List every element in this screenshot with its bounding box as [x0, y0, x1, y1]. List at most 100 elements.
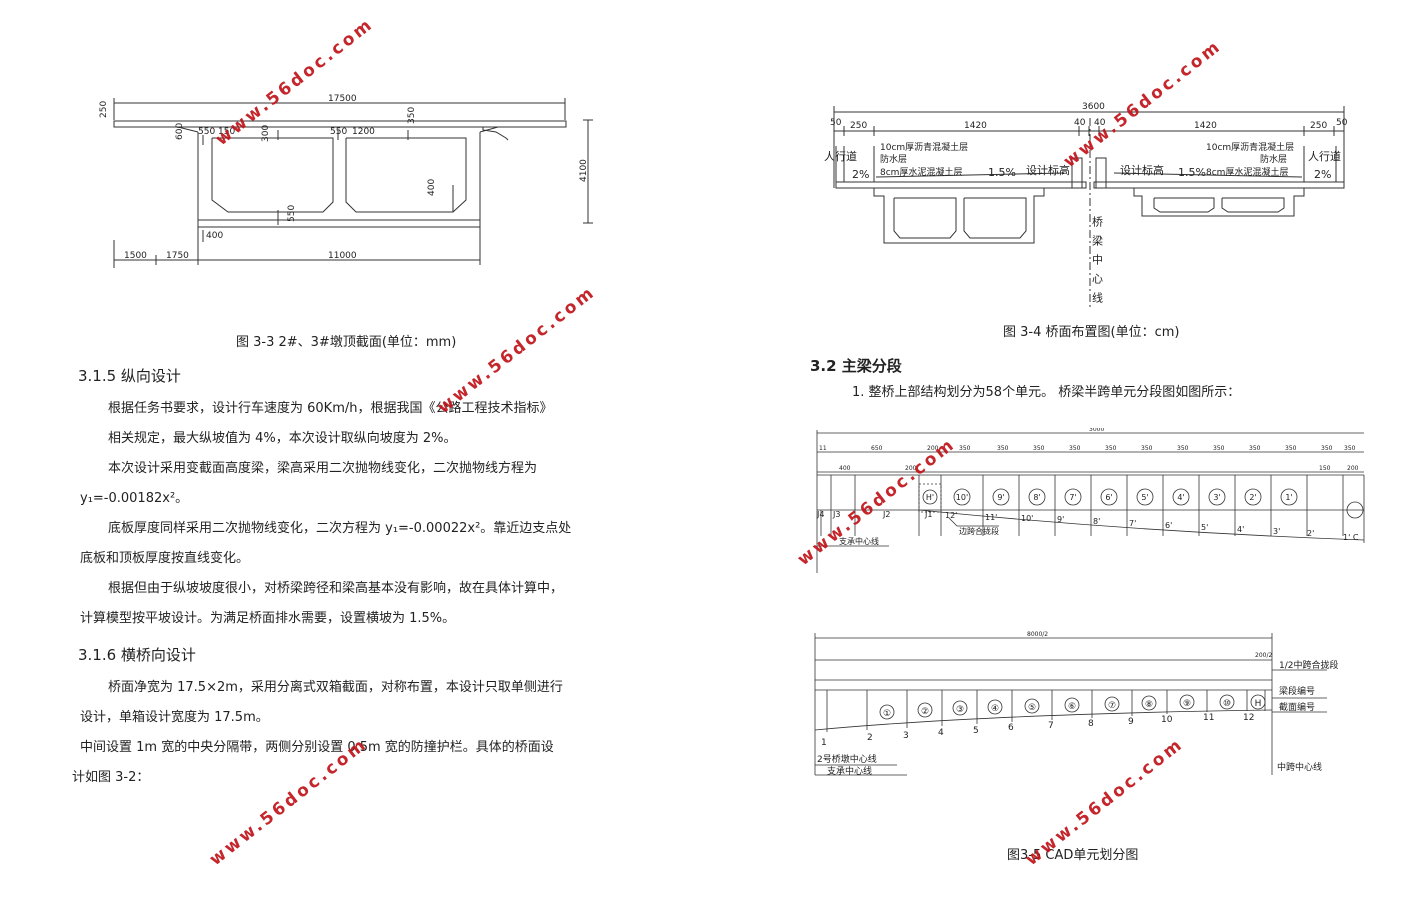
- deck-dim-50-right: 50: [1336, 118, 1348, 128]
- para-315-line-6: 底板和顶板厚度按直线变化。: [80, 551, 250, 566]
- node-2p: 2': [1307, 529, 1314, 538]
- para-315-line-3: 本次设计采用变截面高度梁，梁高采用二次抛物线变化，二次抛物线方程为: [108, 461, 538, 476]
- sidewalk-label-left: 人行道: [824, 149, 857, 163]
- layer2-right: 防水层: [1260, 153, 1287, 165]
- seg1-dim-17: 150: [1319, 465, 1331, 472]
- para-315-line-7: 根据但由于纵坡坡度很小，对桥梁跨径和梁高基本没有影响，故在具体计算中，: [108, 581, 564, 596]
- section-3-2-title: 3.2 主梁分段: [810, 357, 902, 375]
- node-6p: 6': [1165, 521, 1172, 530]
- node-3p: 3': [1273, 527, 1280, 536]
- deck-dim-250-left: 250: [850, 121, 867, 131]
- seg2-segment-7: ⑦: [1108, 701, 1116, 711]
- seg2-segment-1: ①: [883, 709, 891, 719]
- dim-11000: 11000: [328, 251, 357, 261]
- node-9p: 9': [1057, 515, 1064, 524]
- layer3-right: 8cm厚水泥混凝土层: [1206, 166, 1288, 178]
- label-mid-span-centerline: 中跨中心线: [1277, 761, 1322, 773]
- dim-250: 250: [99, 101, 109, 118]
- seg2-segment-2: ②: [921, 707, 929, 717]
- seg2-segment-8: ⑧: [1145, 700, 1153, 710]
- para-316-line-1: 桥面净宽为 17.5×2m，采用分离式双箱截面，对称布置，本设计只取单侧进行: [108, 680, 563, 695]
- design-elev-right: 设计标高: [1120, 163, 1164, 177]
- slope-15-right: 1.5%: [1178, 166, 1206, 179]
- node-5p: 5': [1201, 523, 1208, 532]
- node-J3: J3: [832, 510, 840, 519]
- seg2-node-7: 7: [1048, 721, 1054, 731]
- layer2-left: 防水层: [880, 153, 907, 165]
- dim-1200: 1200: [352, 127, 375, 137]
- deck-dim-50-left: 50: [830, 118, 842, 128]
- seg1-dim-2: 650: [871, 445, 883, 452]
- deck-dim-250-right: 250: [1310, 121, 1327, 131]
- seg1-segment-10: 10': [956, 493, 968, 502]
- seg2-segment-H: H: [1255, 699, 1262, 709]
- dim-4100: 4100: [579, 159, 589, 182]
- deck-dim-3600: 3600: [1082, 102, 1105, 112]
- dim-1500: 1500: [124, 251, 147, 261]
- seg1-dim-3: 200: [905, 465, 917, 472]
- dim-150: 150: [218, 127, 235, 137]
- label-side-closure: 边跨合拢段: [959, 526, 999, 536]
- seg2-node-4: 4: [938, 728, 944, 738]
- figure-3-5-caption: 图3-5 CAD单元划分图: [1007, 848, 1139, 863]
- node-10p: 10': [1021, 514, 1033, 523]
- seg2-segment-9: ⑨: [1183, 699, 1191, 709]
- seg2-node-1: 1: [821, 738, 827, 748]
- seg2-node-6: 6: [1008, 723, 1014, 733]
- slope-15-left: 1.5%: [988, 166, 1016, 179]
- dim-600: 600: [175, 123, 185, 140]
- para-315-line-5: 底板厚度同样采用二次抛物线变化，二次方程为 y₁=-0.00022x²。靠近边支…: [108, 521, 572, 536]
- seg1-dim-18: 200: [1347, 465, 1359, 472]
- dim-550b: 550: [330, 127, 347, 137]
- seg2-node-10: 10: [1161, 715, 1173, 725]
- seg1-dim-10: 350: [1141, 445, 1153, 452]
- section-3-1-6-title: 3.1.6 横桥向设计: [78, 646, 196, 664]
- segment-diagram-side-span: 3000 11 400 650 200 200 350 350 350 350 …: [816, 428, 1365, 573]
- seg2-segment-6: ⑥: [1068, 702, 1076, 712]
- dim-400a: 400: [427, 179, 437, 196]
- node-4p: 4': [1237, 525, 1244, 534]
- deck-dim-40-a: 40: [1074, 118, 1086, 128]
- dim-350: 350: [407, 107, 417, 124]
- dim-1750: 1750: [166, 251, 189, 261]
- seg1-segment-7: 7': [1069, 493, 1076, 502]
- seg1-segment-5: 5': [1141, 493, 1148, 502]
- seg1-segment-8: 8': [1033, 493, 1040, 502]
- segment-diagram-mid-span: 8000/2 200/2 ① ② ③ ④ ⑤ ⑥ ⑦ ⑧ ⑨ ⑩: [814, 631, 1339, 777]
- seg1-dim-15: 350: [1321, 445, 1333, 452]
- seg2-node-9: 9: [1128, 717, 1134, 727]
- node-7p: 7': [1129, 519, 1136, 528]
- seg2-segment-10: ⑩: [1223, 699, 1231, 709]
- dim-550a: 550: [198, 127, 215, 137]
- section-3-1-5-title: 3.1.5 纵向设计: [78, 367, 181, 385]
- seg1-dim-9: 350: [1105, 445, 1117, 452]
- seg2-node-2: 2: [867, 733, 873, 743]
- figure-3-4-deck-drawing: 3600 50 250 1420 40 40 1420 250 50 人行道 2…: [824, 102, 1348, 311]
- seg2-node-3: 3: [903, 731, 909, 741]
- deck-dim-1420-right: 1420: [1194, 121, 1217, 131]
- legend-segment-number: 梁段编号: [1279, 685, 1315, 697]
- seg2-dim-end: 200/2: [1255, 652, 1272, 659]
- para-3-2-line: 1. 整桥上部结构划分为58个单元。 桥梁半跨单元分段图如图所示：: [852, 385, 1241, 400]
- para-315-line-1: 根据任务书要求，设计行车速度为 60Km/h，根据我国《公路工程技术指标》: [108, 401, 553, 416]
- label-support-line: 支承中心线: [839, 536, 879, 546]
- node-J1: J1: [924, 510, 932, 519]
- layer3-left: 8cm厚水泥混凝土层: [880, 166, 962, 178]
- seg2-node-11: 11: [1203, 713, 1214, 723]
- right-page: 3600 50 250 1420 40 40 1420 250 50 人行道 2…: [709, 0, 1417, 903]
- dim-17500: 17500: [328, 94, 357, 104]
- node-J2: J2: [882, 510, 890, 519]
- seg1-segment-9: 9': [997, 493, 1004, 502]
- slope-2-right: 2%: [1314, 168, 1331, 181]
- para-315-line-8: 计算模型按平坡设计。为满足桥面排水需要，设置横坡为 1.5%。: [80, 611, 456, 626]
- para-315-line-4: y₁=-0.00182x²。: [80, 491, 189, 506]
- para-315-line-2: 相关规定，最大纵坡值为 4%，本次设计取纵向坡度为 2%。: [108, 431, 457, 446]
- label-pier-2-centerline: 2号桥墩中心线: [817, 753, 877, 765]
- para-316-line-3: 中间设置 1m 宽的中央分隔带，两侧分别设置 0.5m 宽的防撞护栏。具体的桥面…: [80, 740, 554, 755]
- seg1-dim-1: 400: [839, 465, 851, 472]
- design-elev-left: 设计标高: [1026, 163, 1070, 177]
- seg2-segment-5: ⑤: [1028, 703, 1036, 713]
- seg1-segment-H: H': [926, 493, 934, 502]
- seg1-dim-13: 350: [1249, 445, 1261, 452]
- legend-mid-closure: 1/2中跨合拢段: [1279, 659, 1339, 671]
